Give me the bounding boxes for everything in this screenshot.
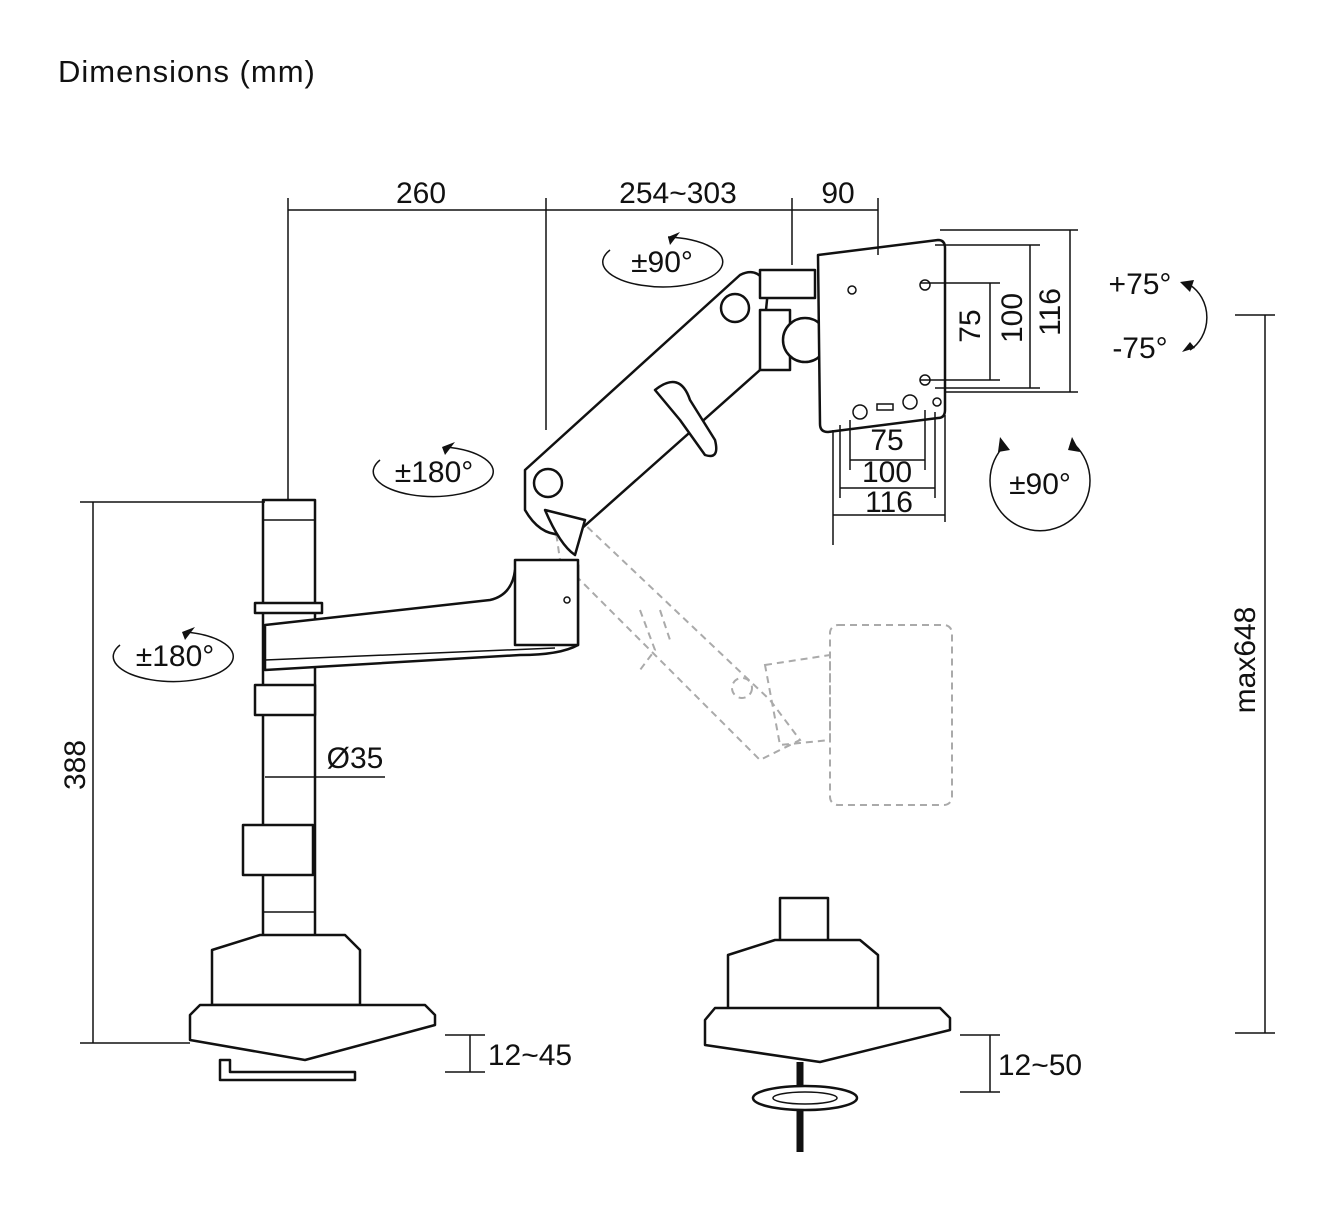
vesa-h-100: 100 bbox=[862, 456, 912, 489]
height-dimension: 388 bbox=[59, 501, 265, 1044]
screen-rotation-label: ±90° bbox=[1009, 468, 1071, 501]
top-dimension: 260 254~303 90 bbox=[287, 177, 879, 500]
dim-clamp: 12~45 bbox=[488, 1039, 572, 1072]
head-swivel-indicator: ±90° bbox=[602, 232, 724, 288]
tilt-indicator: +75° -75° bbox=[1109, 268, 1208, 365]
dim-260: 260 bbox=[396, 177, 446, 210]
arm-joint-label: ±180° bbox=[395, 456, 474, 489]
dim-arm-length: 254~303 bbox=[619, 177, 737, 210]
dim-max648: max648 bbox=[1229, 607, 1262, 714]
vesa-h-75: 75 bbox=[870, 424, 903, 457]
head-swivel-label: ±90° bbox=[631, 246, 693, 279]
vesa-h-116: 116 bbox=[865, 486, 913, 519]
pole-swivel-indicator: ±180° bbox=[112, 627, 234, 683]
dim-grommet: 12~50 bbox=[998, 1049, 1082, 1082]
upper-arm bbox=[523, 270, 770, 536]
desk-clamp bbox=[188, 933, 437, 1082]
grommet-range-dimension: 12~50 bbox=[960, 1034, 1082, 1093]
tilt-up-label: +75° bbox=[1109, 268, 1172, 301]
grommet-base bbox=[703, 896, 952, 1152]
vesa-vertical-dimensions: 75 100 116 bbox=[920, 229, 1078, 393]
dim-388: 388 bbox=[59, 740, 92, 790]
tilt-head bbox=[758, 268, 829, 372]
vesa-plate bbox=[816, 238, 947, 434]
pole-swivel-label: ±180° bbox=[136, 640, 215, 673]
pole bbox=[241, 498, 324, 947]
vesa-v-75: 75 bbox=[954, 309, 987, 342]
vesa-horizontal-dimensions: 75 100 116 bbox=[832, 410, 946, 545]
clamp-range-dimension: 12~45 bbox=[445, 1034, 572, 1073]
max-height-dimension: max648 bbox=[1229, 314, 1275, 1034]
dim-diameter: Ø35 bbox=[327, 742, 384, 775]
vesa-v-100: 100 bbox=[996, 293, 1029, 343]
screen-rotation-indicator: ±90° bbox=[989, 437, 1091, 532]
vesa-v-116: 116 bbox=[1034, 288, 1067, 336]
diagram-title: Dimensions (mm) bbox=[58, 54, 316, 89]
tilt-down-label: -75° bbox=[1112, 332, 1167, 365]
dim-90: 90 bbox=[821, 177, 854, 210]
arm-joint-indicator: ±180° bbox=[372, 442, 494, 498]
